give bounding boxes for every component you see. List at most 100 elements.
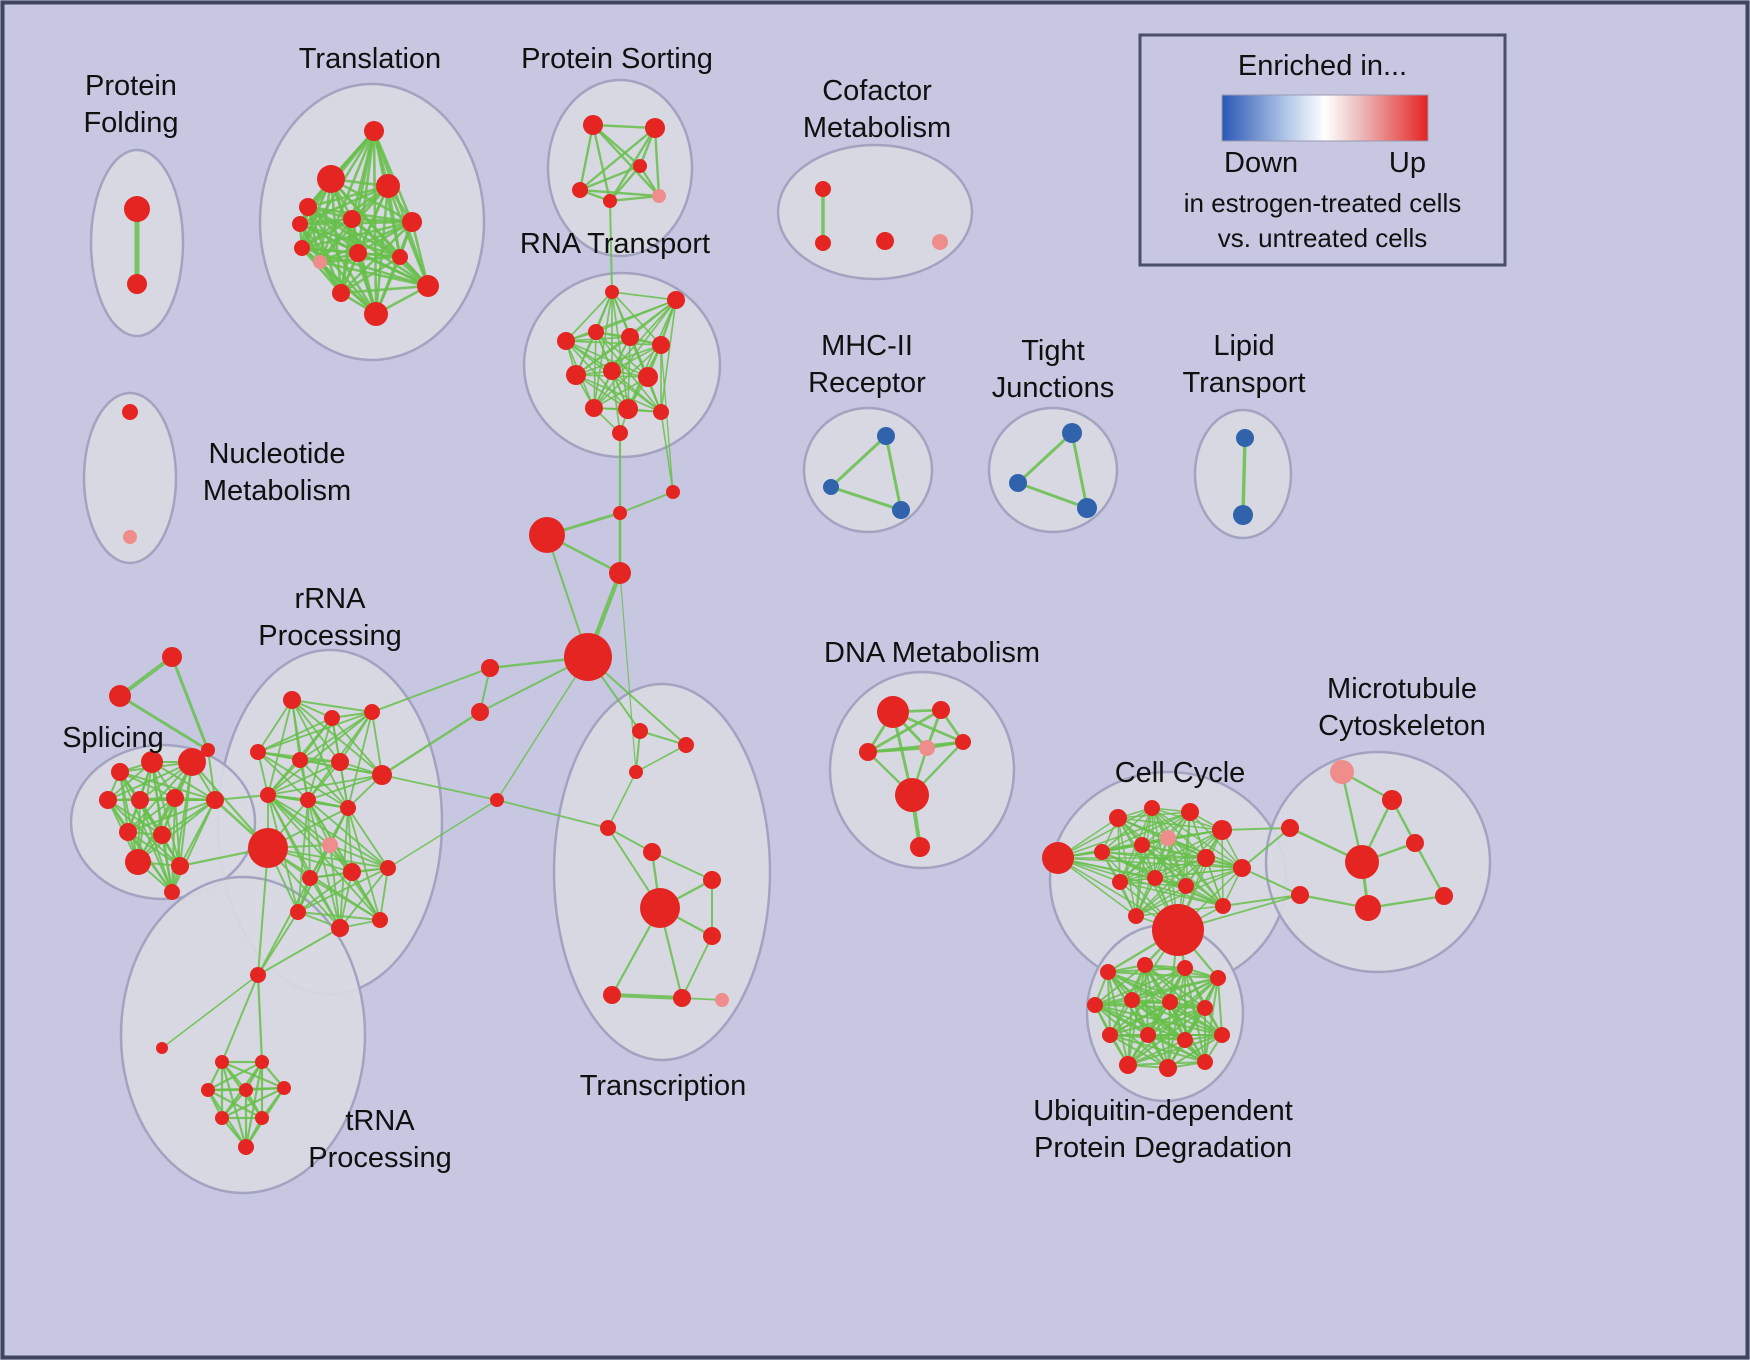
network-edge xyxy=(1127,999,1133,1066)
network-edge xyxy=(496,799,609,829)
node-C0 xyxy=(612,425,628,441)
network-edge xyxy=(1107,971,1219,979)
network-edge xyxy=(299,711,373,761)
node-RT6 xyxy=(566,365,586,385)
network-edge xyxy=(221,974,259,1063)
node-CC1 xyxy=(1109,809,1127,827)
network-edge xyxy=(161,834,173,893)
network-edge xyxy=(297,799,309,913)
node-TR5 xyxy=(703,871,721,889)
network-edge xyxy=(1221,829,1224,907)
network-edge xyxy=(1241,827,1291,869)
network-edge xyxy=(267,794,341,929)
node-D6 xyxy=(910,837,930,857)
node-U14 xyxy=(1197,1054,1213,1070)
node-NM1 xyxy=(123,530,137,544)
network-edge xyxy=(829,485,903,512)
node-PF1 xyxy=(127,274,147,294)
node-R8 xyxy=(300,792,316,808)
legend-gradient-bar xyxy=(1221,94,1429,142)
node-S6 xyxy=(206,791,224,809)
network-edge xyxy=(339,871,353,929)
network-edge xyxy=(593,376,649,409)
node-CM1 xyxy=(815,235,831,251)
node-PS4 xyxy=(652,189,666,203)
node-TJ0 xyxy=(1062,423,1082,443)
node-LT0 xyxy=(1236,429,1254,447)
node-S0 xyxy=(111,763,129,781)
node-RT7 xyxy=(603,362,621,380)
node-U5 xyxy=(1124,992,1140,1008)
node-CC10 xyxy=(1112,874,1128,890)
node-U8 xyxy=(1102,1027,1118,1043)
node-TN4 xyxy=(201,1083,215,1097)
network-edge xyxy=(496,656,589,801)
network-edge xyxy=(127,799,216,833)
network-edge xyxy=(299,759,349,809)
node-T6 xyxy=(294,240,310,256)
network-edge xyxy=(575,336,631,376)
node-CC2 xyxy=(1144,800,1160,816)
network-edge xyxy=(611,370,621,434)
network-edge xyxy=(1127,977,1219,1066)
node-TN7 xyxy=(215,1111,229,1125)
node-MH0 xyxy=(877,427,895,445)
network-edge xyxy=(307,799,389,869)
network-edge xyxy=(356,220,414,255)
node-T8 xyxy=(349,244,367,262)
network-edge xyxy=(387,799,498,869)
node-C3 xyxy=(529,517,565,553)
network-edge xyxy=(257,699,293,753)
cluster-ellipse-tight-junctions xyxy=(987,406,1119,534)
network-edge xyxy=(1119,837,1169,883)
network-edge xyxy=(297,867,389,913)
network-edge xyxy=(866,708,943,754)
node-S8 xyxy=(153,826,171,844)
node-TR0 xyxy=(632,723,648,739)
legend-down-label: Down xyxy=(1224,147,1298,179)
node-T5 xyxy=(402,212,422,232)
network-edge xyxy=(257,847,269,976)
network-edge xyxy=(347,807,389,869)
network-edge xyxy=(660,299,677,413)
cluster-label-dna-metabolism: DNA Metabolism xyxy=(824,637,1040,669)
node-CM3 xyxy=(932,234,948,250)
network-edge xyxy=(611,291,662,346)
node-M5 xyxy=(1291,886,1309,904)
network-edge xyxy=(651,851,713,881)
node-RT11 xyxy=(653,404,669,420)
node-M7 xyxy=(1435,887,1453,905)
network-edge xyxy=(161,974,259,1049)
node-M6 xyxy=(1355,895,1381,921)
node-PS2 xyxy=(572,182,588,198)
network-edge xyxy=(829,434,888,489)
network-edge xyxy=(591,123,612,203)
cluster-label-rna-transport: RNA Transport xyxy=(520,228,710,260)
node-S10 xyxy=(171,857,189,875)
network-edge xyxy=(306,184,390,209)
network-edge xyxy=(593,331,597,409)
network-edge xyxy=(267,761,341,796)
node-NM0 xyxy=(122,404,138,420)
node-CC13 xyxy=(1152,904,1204,956)
node-T12 xyxy=(364,302,388,326)
node-PS5 xyxy=(633,159,647,173)
network-edge xyxy=(1057,811,1191,859)
network-edge xyxy=(1241,867,1301,896)
network-edge xyxy=(119,771,176,799)
network-edge xyxy=(137,799,216,863)
node-R6 xyxy=(372,765,392,785)
node-D0 xyxy=(877,696,909,728)
network-edge xyxy=(267,711,373,796)
network-edge xyxy=(267,774,383,796)
node-M1 xyxy=(1382,790,1402,810)
network-edge xyxy=(681,935,713,999)
node-M0 xyxy=(1330,760,1354,784)
node-X1 xyxy=(109,685,131,707)
network-edge xyxy=(1169,1001,1223,1036)
network-edge xyxy=(608,126,657,203)
node-TR8 xyxy=(603,986,621,1004)
network-edge xyxy=(1117,817,1121,883)
network-edge xyxy=(380,710,482,777)
